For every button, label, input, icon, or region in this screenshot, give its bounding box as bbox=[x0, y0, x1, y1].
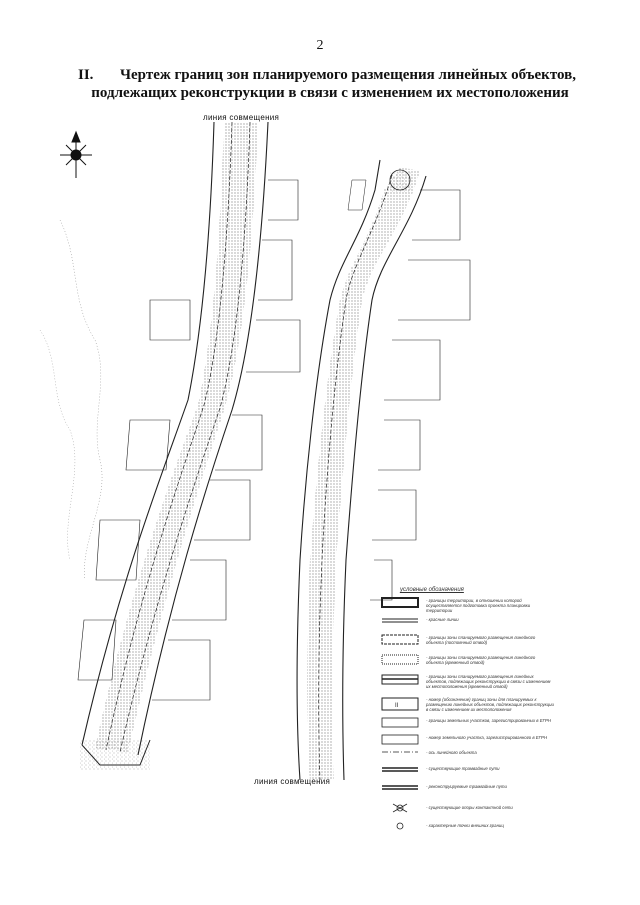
legend-title: условные обозначения bbox=[400, 587, 464, 593]
heading-number: II. bbox=[78, 67, 94, 83]
legend-symbols: II bbox=[381, 597, 419, 830]
legend-item-text: - номер земельного участка, зарегистриро… bbox=[426, 735, 547, 740]
svg-text:II: II bbox=[395, 703, 399, 709]
left-sheet-strip bbox=[39, 121, 301, 770]
legend-item-text: - существующие трамвайные пути bbox=[426, 766, 500, 771]
page-number: 2 bbox=[316, 38, 324, 53]
legend-item-text: - ось линейного объекта bbox=[426, 750, 477, 755]
planning-drawing: II bbox=[39, 121, 471, 830]
legend-item-text: - границы территории, в отношении которо… bbox=[426, 598, 531, 613]
legend-item-text: - реконструируемые трамвайные пути bbox=[426, 784, 507, 789]
legend-item-text: - красные линии bbox=[426, 617, 459, 622]
legend-item-text: - существующие опоры контактной сети bbox=[426, 805, 513, 810]
legend-item-text: - характерные точки внешних границ bbox=[426, 823, 504, 828]
heading-line-1: Чертеж границ зон планируемого размещени… bbox=[120, 67, 576, 83]
heading-line-2: подлежащих реконструкции в связи с измен… bbox=[91, 85, 569, 101]
legend-item-text: - границы земельных участков, зарегистри… bbox=[426, 718, 551, 723]
legend-item-text: - границы зоны планируемого размещения л… bbox=[426, 655, 536, 665]
match-line-label-top: линия совмещения bbox=[203, 113, 280, 122]
page-heading: II. Чертеж границ зон планируемого разме… bbox=[70, 66, 590, 102]
legend-item-text: - номер (обозначение) границ зоны для пл… bbox=[426, 697, 554, 712]
match-line-label-bottom: линия совмещения bbox=[254, 777, 331, 786]
north-arrow-icon bbox=[60, 130, 92, 178]
legend-item-text: - границы зоны планируемого размещения л… bbox=[426, 674, 551, 689]
legend-item-text: - границы зоны планируемого размещения л… bbox=[426, 635, 536, 645]
